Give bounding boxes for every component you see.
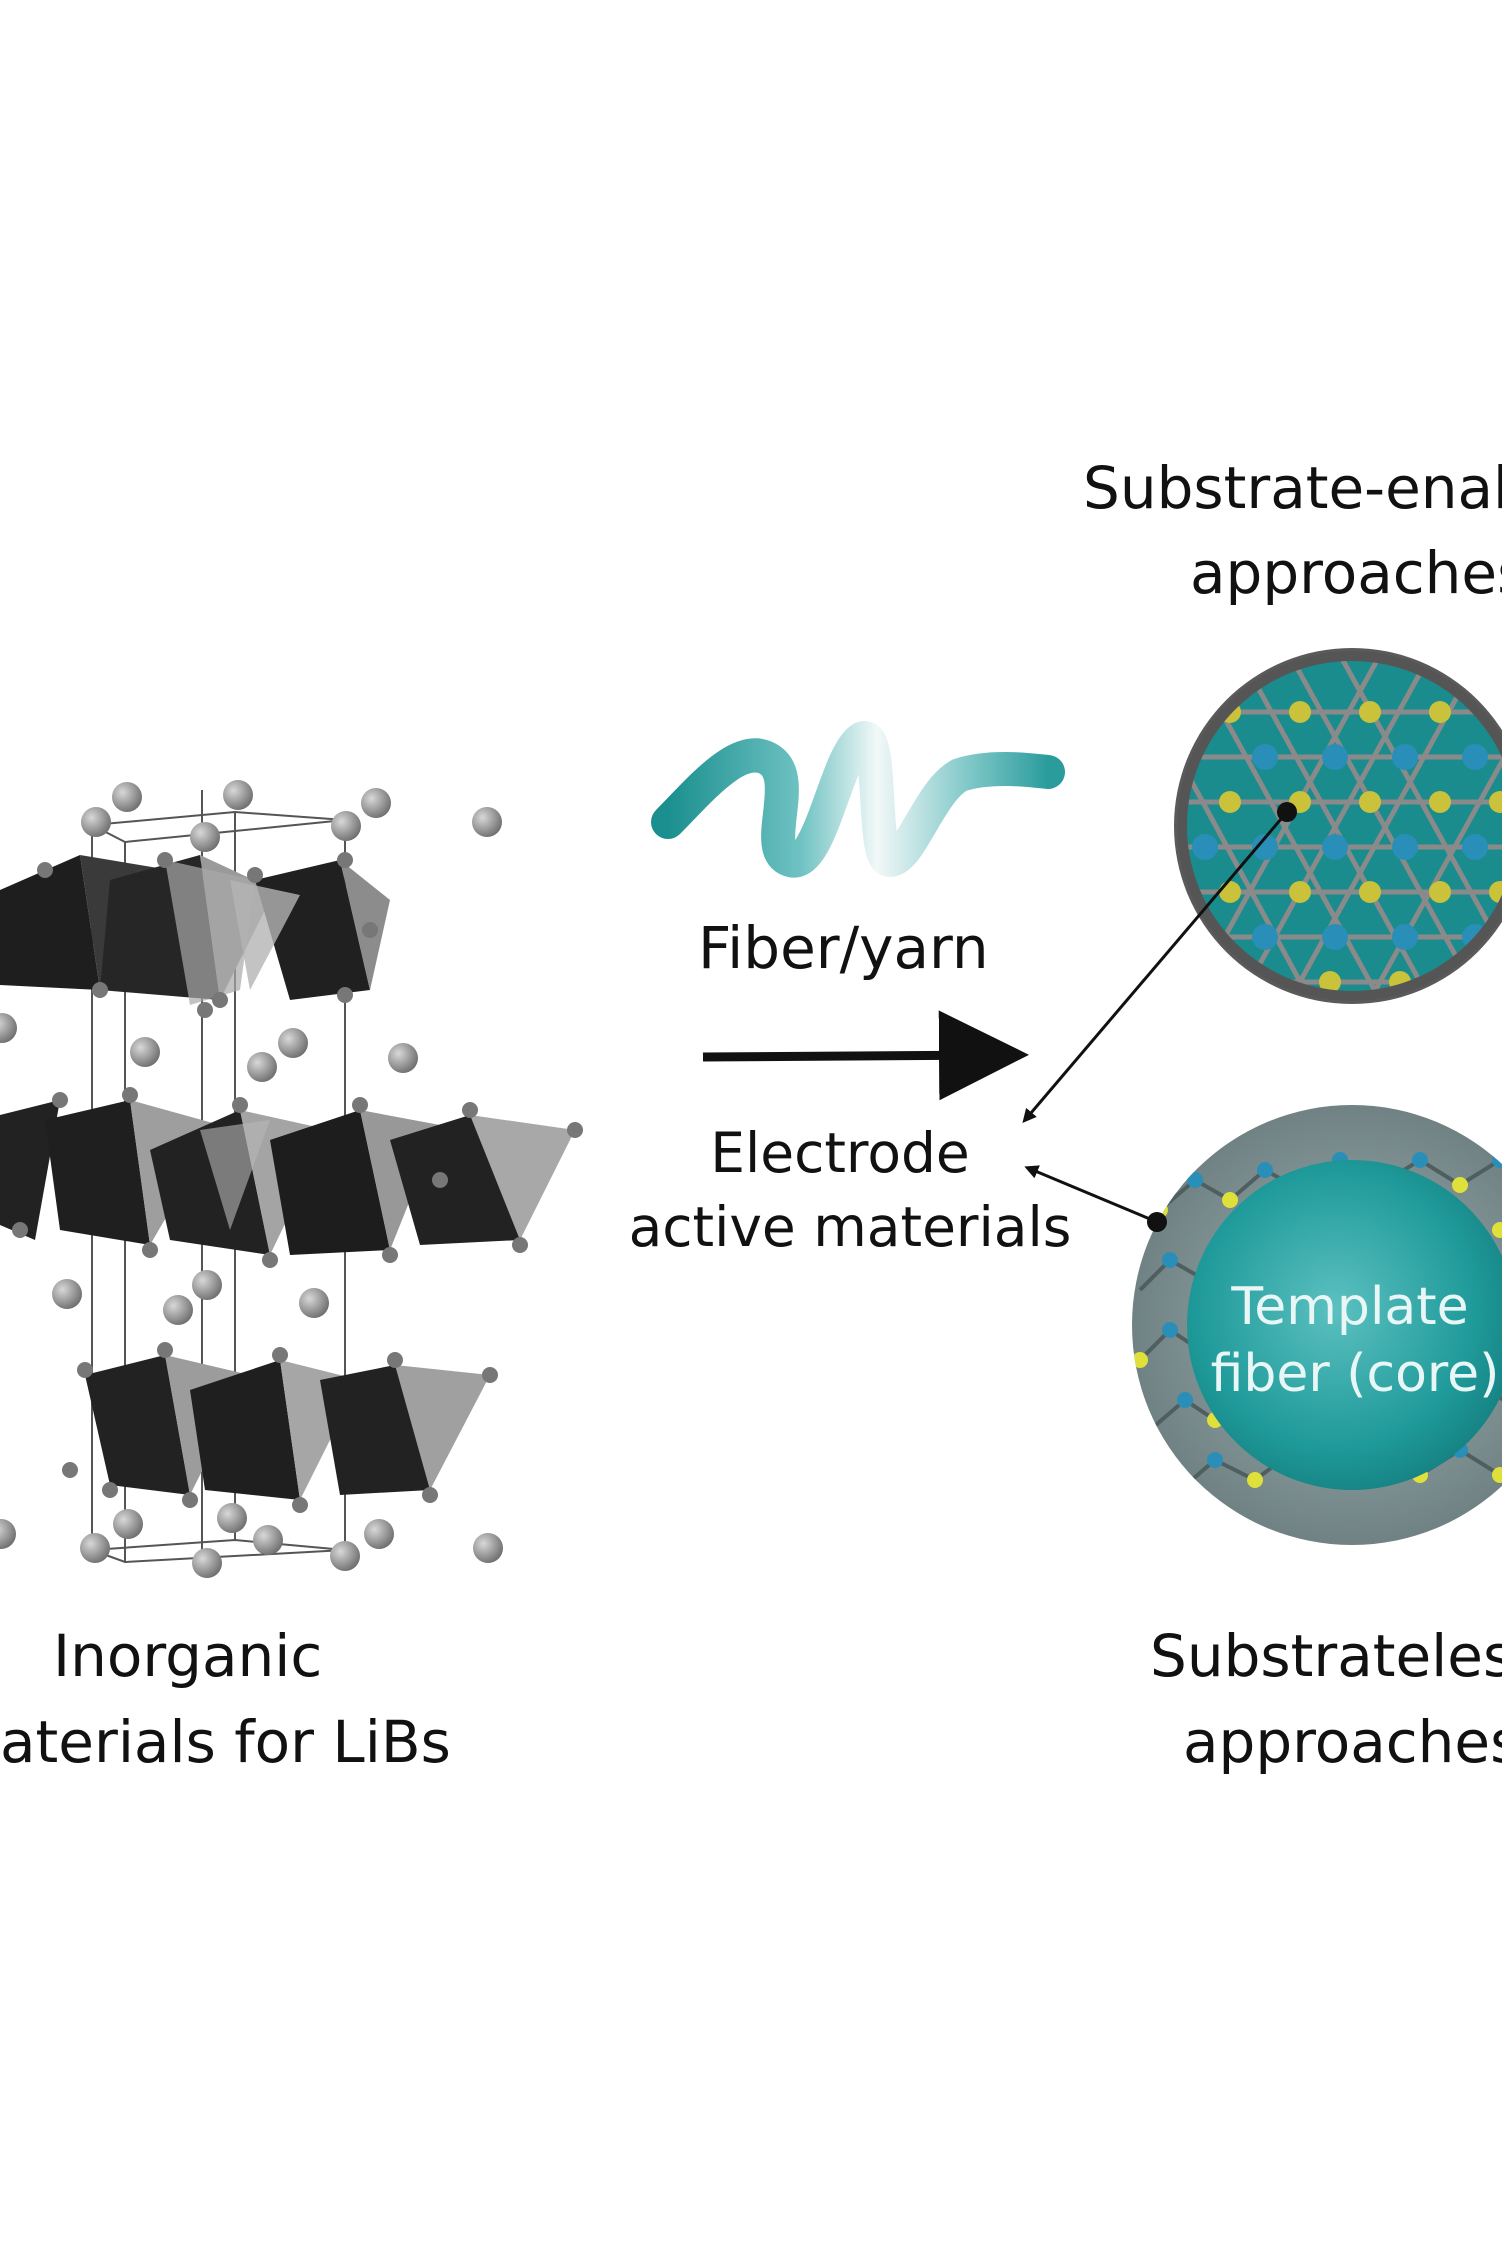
substrateless-label-line1: Substrateles [1150, 1622, 1502, 1690]
fiber-yarn-illustration [651, 721, 1065, 878]
template-label-line1: Template [1231, 1277, 1469, 1337]
electrode-label-line2: active materials [628, 1195, 1072, 1259]
pointer-arrows [1022, 802, 1297, 1232]
substrate-enabled-label-line2: approaches [1190, 539, 1502, 607]
inorganic-label-line1: Inorganic [53, 1622, 323, 1690]
octahedra-layer-bottom [85, 1355, 490, 1500]
substrate-enabled-illustration [1174, 648, 1502, 1004]
electrode-label-line1: Electrode [710, 1121, 970, 1185]
crystal-structure-illustration [0, 780, 583, 1578]
inorganic-label-line2: aterials for LiBs [0, 1708, 451, 1776]
fiber-yarn-label: Fiber/yarn [698, 914, 989, 982]
substrateless-illustration [1132, 1105, 1502, 1545]
octahedra-layer-middle [0, 1100, 575, 1255]
template-label-line2: fiber (core) [1210, 1344, 1500, 1404]
substrate-enabled-label-line1: Substrate-enab [1083, 454, 1502, 522]
substrateless-label-line2: approaches [1183, 1708, 1502, 1776]
octahedra-layer-top [0, 855, 390, 1005]
process-arrow [702, 1010, 1029, 1101]
template-fiber-core [1187, 1160, 1502, 1490]
